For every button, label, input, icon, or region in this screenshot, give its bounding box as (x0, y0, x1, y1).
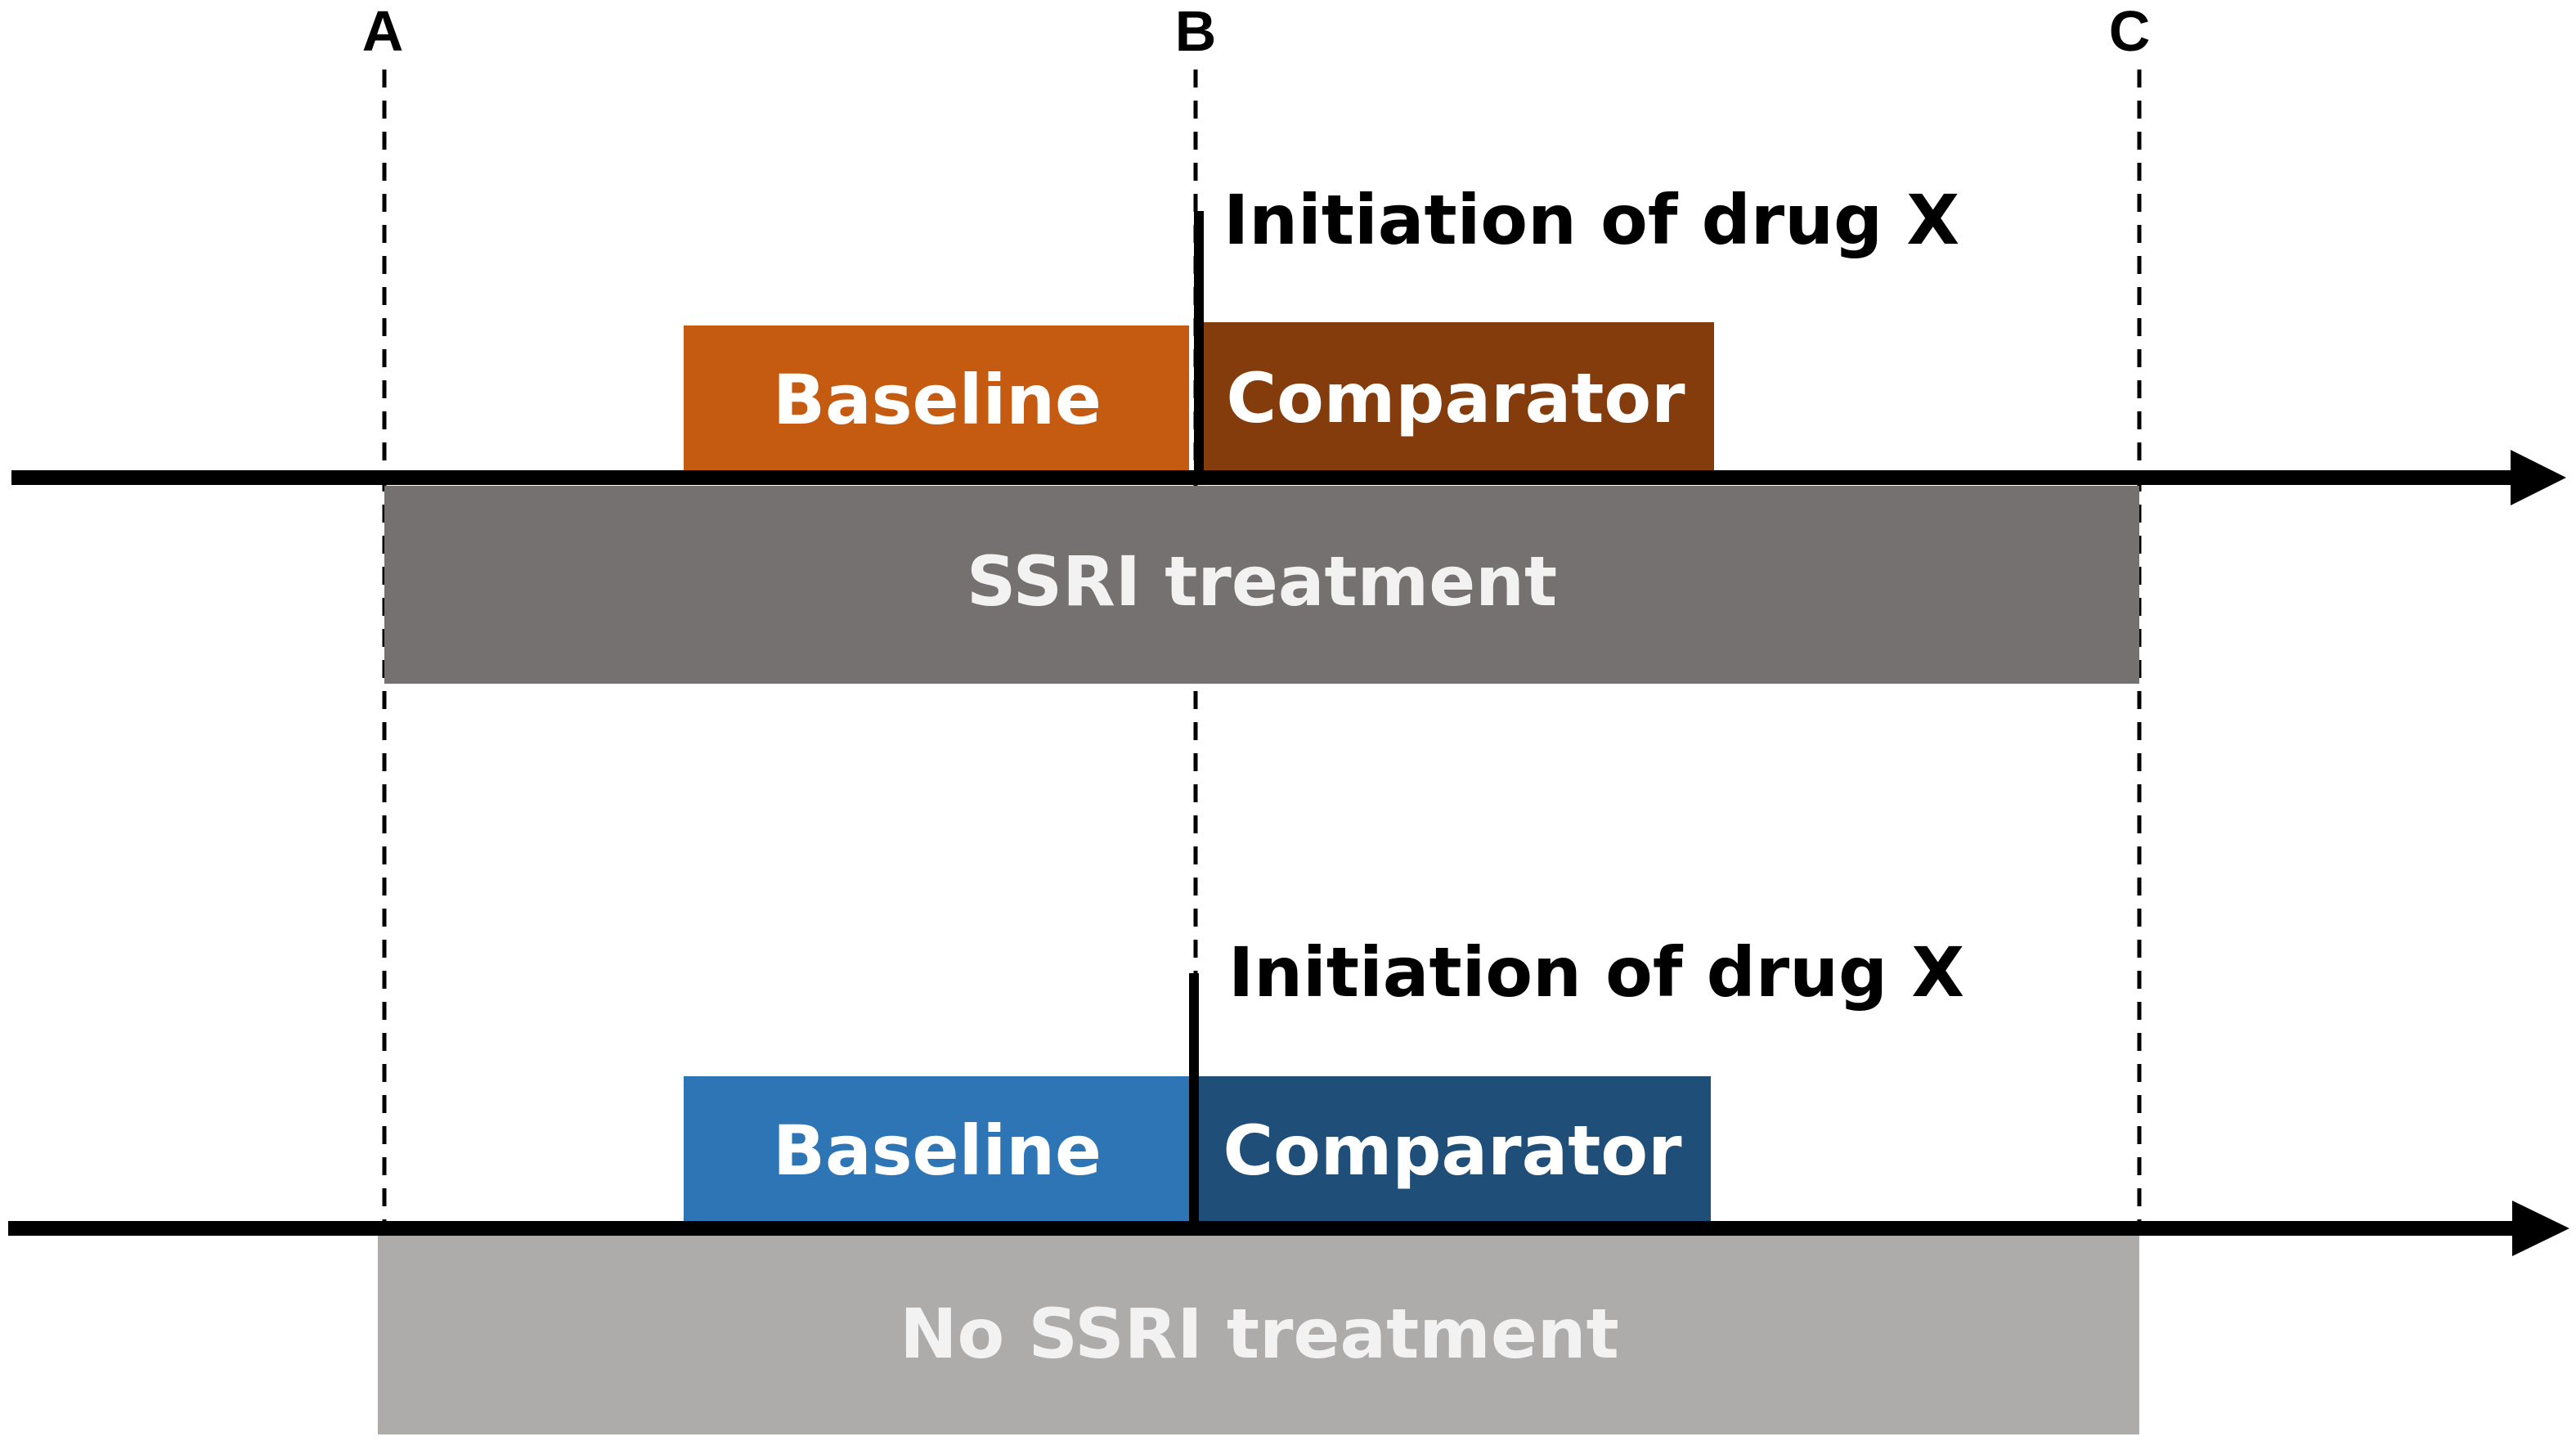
bottom-baseline-label: Baseline (773, 1111, 1102, 1191)
bottom-panel: No SSRI treatment Baseline Comparator In… (8, 932, 2569, 1434)
top-treatment-bar (384, 486, 2139, 684)
bottom-comparator-label: Comparator (1223, 1111, 1682, 1191)
top-panel: SSRI treatment Baseline Comparator Initi… (11, 180, 2566, 684)
bottom-comparator-box (1196, 1076, 1711, 1222)
top-initiation-label: Initiation of drug X (1223, 180, 1959, 260)
marker-b-label: B (1175, 0, 1217, 63)
top-treatment-label: SSRI treatment (967, 541, 1557, 622)
bottom-initiation-label: Initiation of drug X (1228, 932, 1964, 1012)
bottom-timeline-arrowhead (2512, 1201, 2569, 1256)
top-baseline-label: Baseline (773, 360, 1102, 440)
bottom-treatment-label: No SSRI treatment (900, 1294, 1619, 1374)
top-comparator-box (1199, 322, 1714, 473)
top-comparator-label: Comparator (1226, 358, 1685, 438)
marker-a-label: A (362, 0, 404, 63)
bottom-baseline-box (684, 1076, 1189, 1222)
top-baseline-box (684, 325, 1189, 473)
top-timeline-arrowhead (2511, 450, 2566, 505)
marker-c-label: C (2109, 0, 2151, 63)
bottom-treatment-bar (378, 1235, 2139, 1434)
